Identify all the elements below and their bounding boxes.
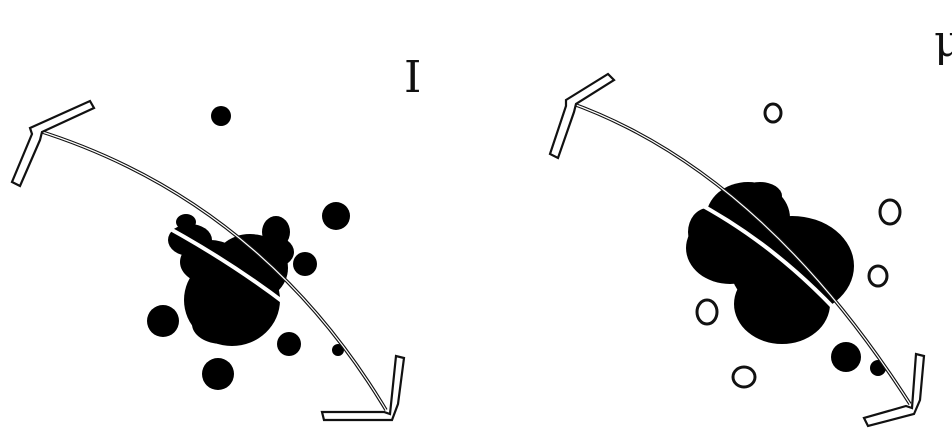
left-central-blob bbox=[168, 214, 294, 346]
hollow-circle bbox=[765, 104, 781, 122]
hollow-circle bbox=[880, 200, 900, 224]
left-panel-label: I bbox=[404, 52, 421, 103]
left-panel: I bbox=[12, 52, 421, 420]
left-arrowhead-start bbox=[12, 101, 94, 186]
right-panel: μ bbox=[550, 16, 952, 426]
hollow-circle bbox=[697, 300, 717, 324]
right-panel-label: μ bbox=[934, 16, 952, 67]
satellite-dot bbox=[202, 358, 234, 390]
left-arrowhead-end bbox=[322, 356, 404, 420]
satellite-dot bbox=[322, 202, 350, 230]
satellite-dot bbox=[147, 305, 179, 337]
satellite-dot bbox=[277, 332, 301, 356]
hollow-circle bbox=[733, 367, 755, 387]
filled-dot bbox=[831, 342, 861, 372]
satellite-dot bbox=[211, 106, 231, 126]
hollow-circle bbox=[869, 266, 887, 286]
satellite-dot bbox=[293, 252, 317, 276]
